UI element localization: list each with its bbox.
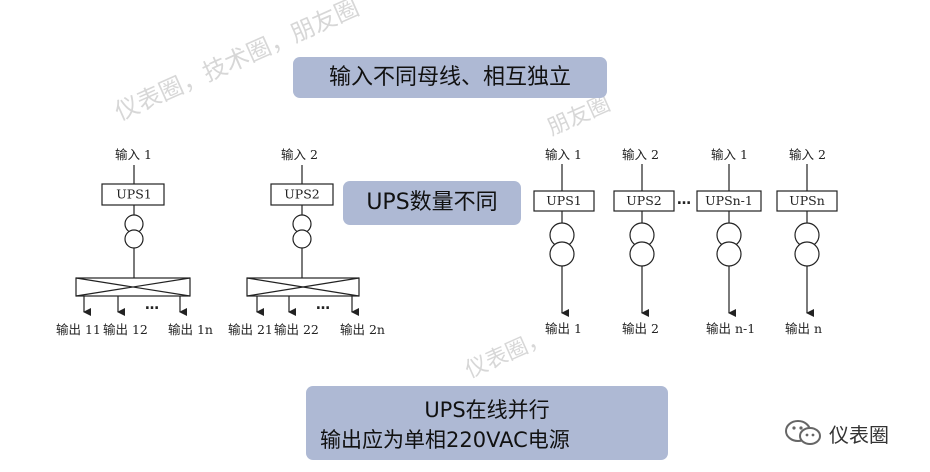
right-unit-n-minus-1-input-label: 输入 1 [711, 147, 748, 162]
left-unit-1-output-1: 输出 11 [56, 322, 101, 337]
right-unit-n-minus-1-ups-label: UPSn-1 [705, 193, 753, 208]
right-unit-1-output-label: 输出 1 [545, 321, 582, 336]
wechat-icon [785, 420, 821, 445]
left-unit-2-ups-label: UPS2 [284, 187, 319, 202]
right-unit-n-ups-label: UPSn [789, 193, 825, 208]
right-unit-n [776, 164, 838, 317]
right-unit-n-output-label: 输出 n [785, 321, 822, 336]
callout-parallel-output: UPS在线并行 输出应为单相220VAC电源 [306, 386, 668, 460]
brand-badge: 仪表圈 [783, 418, 889, 448]
brand-name: 仪表圈 [829, 422, 889, 447]
left-unit-1-output-n: 输出 1n [168, 322, 213, 337]
left-unit-1-output-2: 输出 12 [103, 322, 148, 337]
left-unit-1-ups-label: UPS1 [116, 187, 151, 202]
left-unit-2-output-1: 输出 21 [228, 322, 273, 337]
left-unit-2-output-2: 输出 22 [274, 322, 319, 337]
right-unit-1-ups-label: UPS1 [546, 193, 581, 208]
left-unit-1 [75, 165, 191, 316]
right-unit-n-minus-1 [696, 164, 762, 317]
right-unit-n-input-label: 输入 2 [789, 147, 826, 162]
callout-line-2: 输出应为单相220VAC电源 [320, 428, 570, 452]
left-unit-1-ellipsis: … [145, 297, 159, 313]
right-unit-2 [613, 164, 675, 317]
right-unit-2-output-label: 输出 2 [622, 321, 659, 336]
right-unit-n-minus-1-output-label: 输出 n-1 [706, 321, 755, 336]
left-unit-1-input-label: 输入 1 [115, 147, 152, 162]
left-unit-2-input-label: 输入 2 [281, 147, 318, 162]
right-ellipsis: … [677, 192, 691, 208]
callout-independent-inputs: 输入不同母线、相互独立 [293, 57, 607, 98]
left-unit-2-output-n: 输出 2n [340, 322, 385, 337]
left-unit-2-ellipsis: … [316, 297, 330, 313]
right-unit-2-ups-label: UPS2 [626, 193, 661, 208]
right-unit-1-input-label: 输入 1 [545, 147, 582, 162]
right-unit-1 [533, 164, 595, 317]
callout-ups-count: UPS数量不同 [343, 181, 521, 225]
left-unit-2 [246, 165, 360, 316]
right-unit-2-input-label: 输入 2 [622, 147, 659, 162]
callout-line-1: UPS在线并行 [424, 398, 550, 422]
